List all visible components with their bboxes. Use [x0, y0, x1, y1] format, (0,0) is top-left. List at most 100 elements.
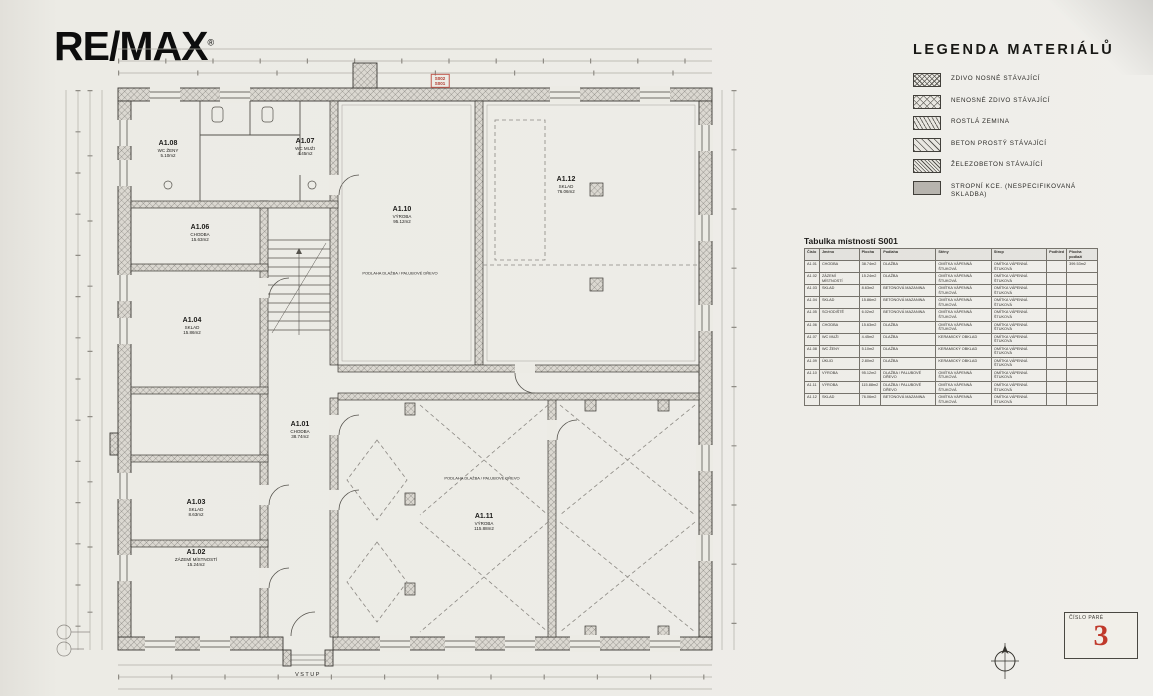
columns: [404, 182, 670, 638]
stairs: [268, 239, 330, 335]
legend-items: ZDIVO NOSNÉ STÁVAJÍCÍ NENOSNÉ ZDIVO STÁVA…: [913, 73, 1148, 199]
table-cell: A1.01: [804, 260, 820, 274]
remax-logo: RE/MAX®: [54, 23, 214, 69]
table-cell: OMÍTKA VÁPENNÁ ŠTUKOVÁ: [935, 284, 992, 298]
room-label-a1-04: A1.04 SKLAD 15.86m2: [182, 316, 202, 336]
table-cell: A1.12: [804, 393, 820, 407]
table-cell: BETONOVÁ MAZANINA: [880, 308, 937, 322]
table-cell: [1046, 344, 1068, 358]
table-cell: VÝROBA: [818, 381, 860, 395]
table-cell: A1.03: [804, 284, 820, 298]
table-cell: CHODBA: [818, 320, 860, 334]
interior-walls: [130, 100, 700, 638]
table-cell: [1066, 284, 1098, 298]
table-cell: [1066, 296, 1098, 310]
section-marker: S002 S001: [430, 73, 450, 89]
table-cell: OMÍTKA VÁPENNÁ ŠTUKOVÁ: [935, 296, 992, 310]
room-table-title: Tabulka místností S001: [804, 236, 898, 246]
ceiling-dashed-lines: [346, 119, 699, 633]
table-cell: OMÍTKA VÁPENNÁ ŠTUKOVÁ: [990, 320, 1048, 334]
pare-label: ČÍSLO PARÉ: [1069, 615, 1104, 621]
table-cell: A1.08: [804, 344, 820, 358]
table-cell: A1.06: [804, 320, 820, 334]
table-cell: [1066, 308, 1098, 322]
room-label-a1-06: A1.06 CHODBA 15.63m2: [190, 223, 210, 243]
solid-swatch: [913, 180, 941, 195]
table-cell: OMÍTKA VÁPENNÁ ŠTUKOVÁ: [935, 381, 992, 395]
table-cell: A1.05: [804, 308, 820, 322]
table-cell: OMÍTKA VÁPENNÁ ŠTUKOVÁ: [990, 332, 1048, 346]
table-cell: OMÍTKA VÁPENNÁ ŠTUKOVÁ: [990, 356, 1048, 370]
table-cell: OMÍTKA VÁPENNÁ ŠTUKOVÁ: [935, 308, 992, 322]
table-cell: VÝROBA: [818, 368, 860, 383]
table-cell: WC MUŽI: [818, 332, 860, 346]
column-header: Podhled: [1046, 247, 1068, 262]
table-cell: 4.45m2: [858, 332, 882, 346]
table-cell: BETONOVÁ MAZANINA: [880, 296, 937, 310]
legend-label: NENOSNÉ ZDIVO STÁVAJÍCÍ: [951, 96, 1051, 104]
room-label-a1-07: A1.07 WC MUŽI 4.45m2: [295, 137, 315, 157]
table-cell: DLAŽBA: [880, 272, 937, 286]
table-cell: DLAŽBA: [880, 344, 937, 358]
table-cell: OMÍTKA VÁPENNÁ ŠTUKOVÁ: [990, 393, 1048, 407]
table-cell: [1066, 332, 1098, 346]
table-cell: [1066, 368, 1098, 383]
table-cell: OMÍTKA VÁPENNÁ ŠTUKOVÁ: [935, 272, 992, 286]
table-cell: DLAŽBA: [880, 356, 937, 370]
registered-mark: ®: [207, 37, 214, 48]
legend-label: BETON PROSTÝ STÁVAJÍCÍ: [951, 139, 1047, 147]
windows: [116, 86, 713, 652]
table-cell: KERAMICKÝ OBKLAD: [935, 356, 992, 370]
table-cell: KERAMICKÝ OBKLAD: [935, 332, 992, 346]
table-cell: 76.06m2: [858, 393, 882, 407]
floor-note-a1-11: PODLAHA DLAŽBA / PALUBOVÉ DŘEVO: [444, 475, 520, 481]
table-cell: WC ŽENY: [818, 344, 860, 358]
room-label-a1-01: A1.01 CHODBA 38.74m2: [290, 420, 310, 440]
table-cell: 95.12m2: [858, 368, 882, 383]
table-cell: [1046, 393, 1068, 407]
legend-item: NENOSNÉ ZDIVO STÁVAJÍCÍ: [913, 94, 1148, 109]
table-cell: [1046, 332, 1068, 346]
table-cell: DLAŽBA / PALUBOVÉ DŘEVO: [880, 381, 937, 395]
table-cell: OMÍTKA VÁPENNÁ ŠTUKOVÁ: [990, 308, 1048, 322]
table-cell: SKLAD: [818, 296, 860, 310]
table-cell: OMÍTKA VÁPENNÁ ŠTUKOVÁ: [990, 381, 1048, 395]
crosshatch-light-swatch: [913, 94, 941, 109]
table-cell: A1.09: [804, 356, 820, 370]
table-cell: [1046, 296, 1068, 310]
table-cell: OMÍTKA VÁPENNÁ ŠTUKOVÁ: [935, 260, 992, 274]
section-marker-top: S002: [434, 75, 446, 81]
table-cell: SCHODIŠTĚ: [818, 308, 860, 322]
north-compass: [988, 640, 1022, 687]
table-cell: OMÍTKA VÁPENNÁ ŠTUKOVÁ: [990, 272, 1048, 286]
table-cell: KERAMICKÝ OBKLAD: [935, 344, 992, 358]
room-label-a1-02: A1.02 ZÁZEMÍ MÍSTNOSTÍ 15.24m2: [174, 548, 218, 568]
north-compass-icon: [991, 643, 1019, 679]
legend-item: ZDIVO NOSNÉ STÁVAJÍCÍ: [913, 73, 1148, 87]
remax-logo-text: RE/MAX: [54, 23, 208, 69]
table-cell: DLAŽBA / PALUBOVÉ DŘEVO: [880, 368, 937, 383]
table-cell: SKLAD: [818, 284, 860, 298]
table-cell: [1066, 344, 1098, 358]
table-cell: OMÍTKA VÁPENNÁ ŠTUKOVÁ: [990, 284, 1048, 298]
table-cell: BETONOVÁ MAZANINA: [880, 284, 937, 298]
table-cell: SKLAD: [818, 393, 860, 407]
table-cell: [1046, 284, 1068, 298]
crosshatch-swatch: [913, 73, 941, 87]
table-cell: [1066, 320, 1098, 334]
table-cell: A1.04: [804, 296, 820, 310]
column-header: Číslo: [804, 247, 820, 262]
room-label-a1-12: A1.12 SKLAD 76.06m2: [556, 175, 576, 195]
table-cell: 38.74m2: [858, 260, 882, 274]
legend-label: ZDIVO NOSNÉ STÁVAJÍCÍ: [951, 75, 1041, 82]
